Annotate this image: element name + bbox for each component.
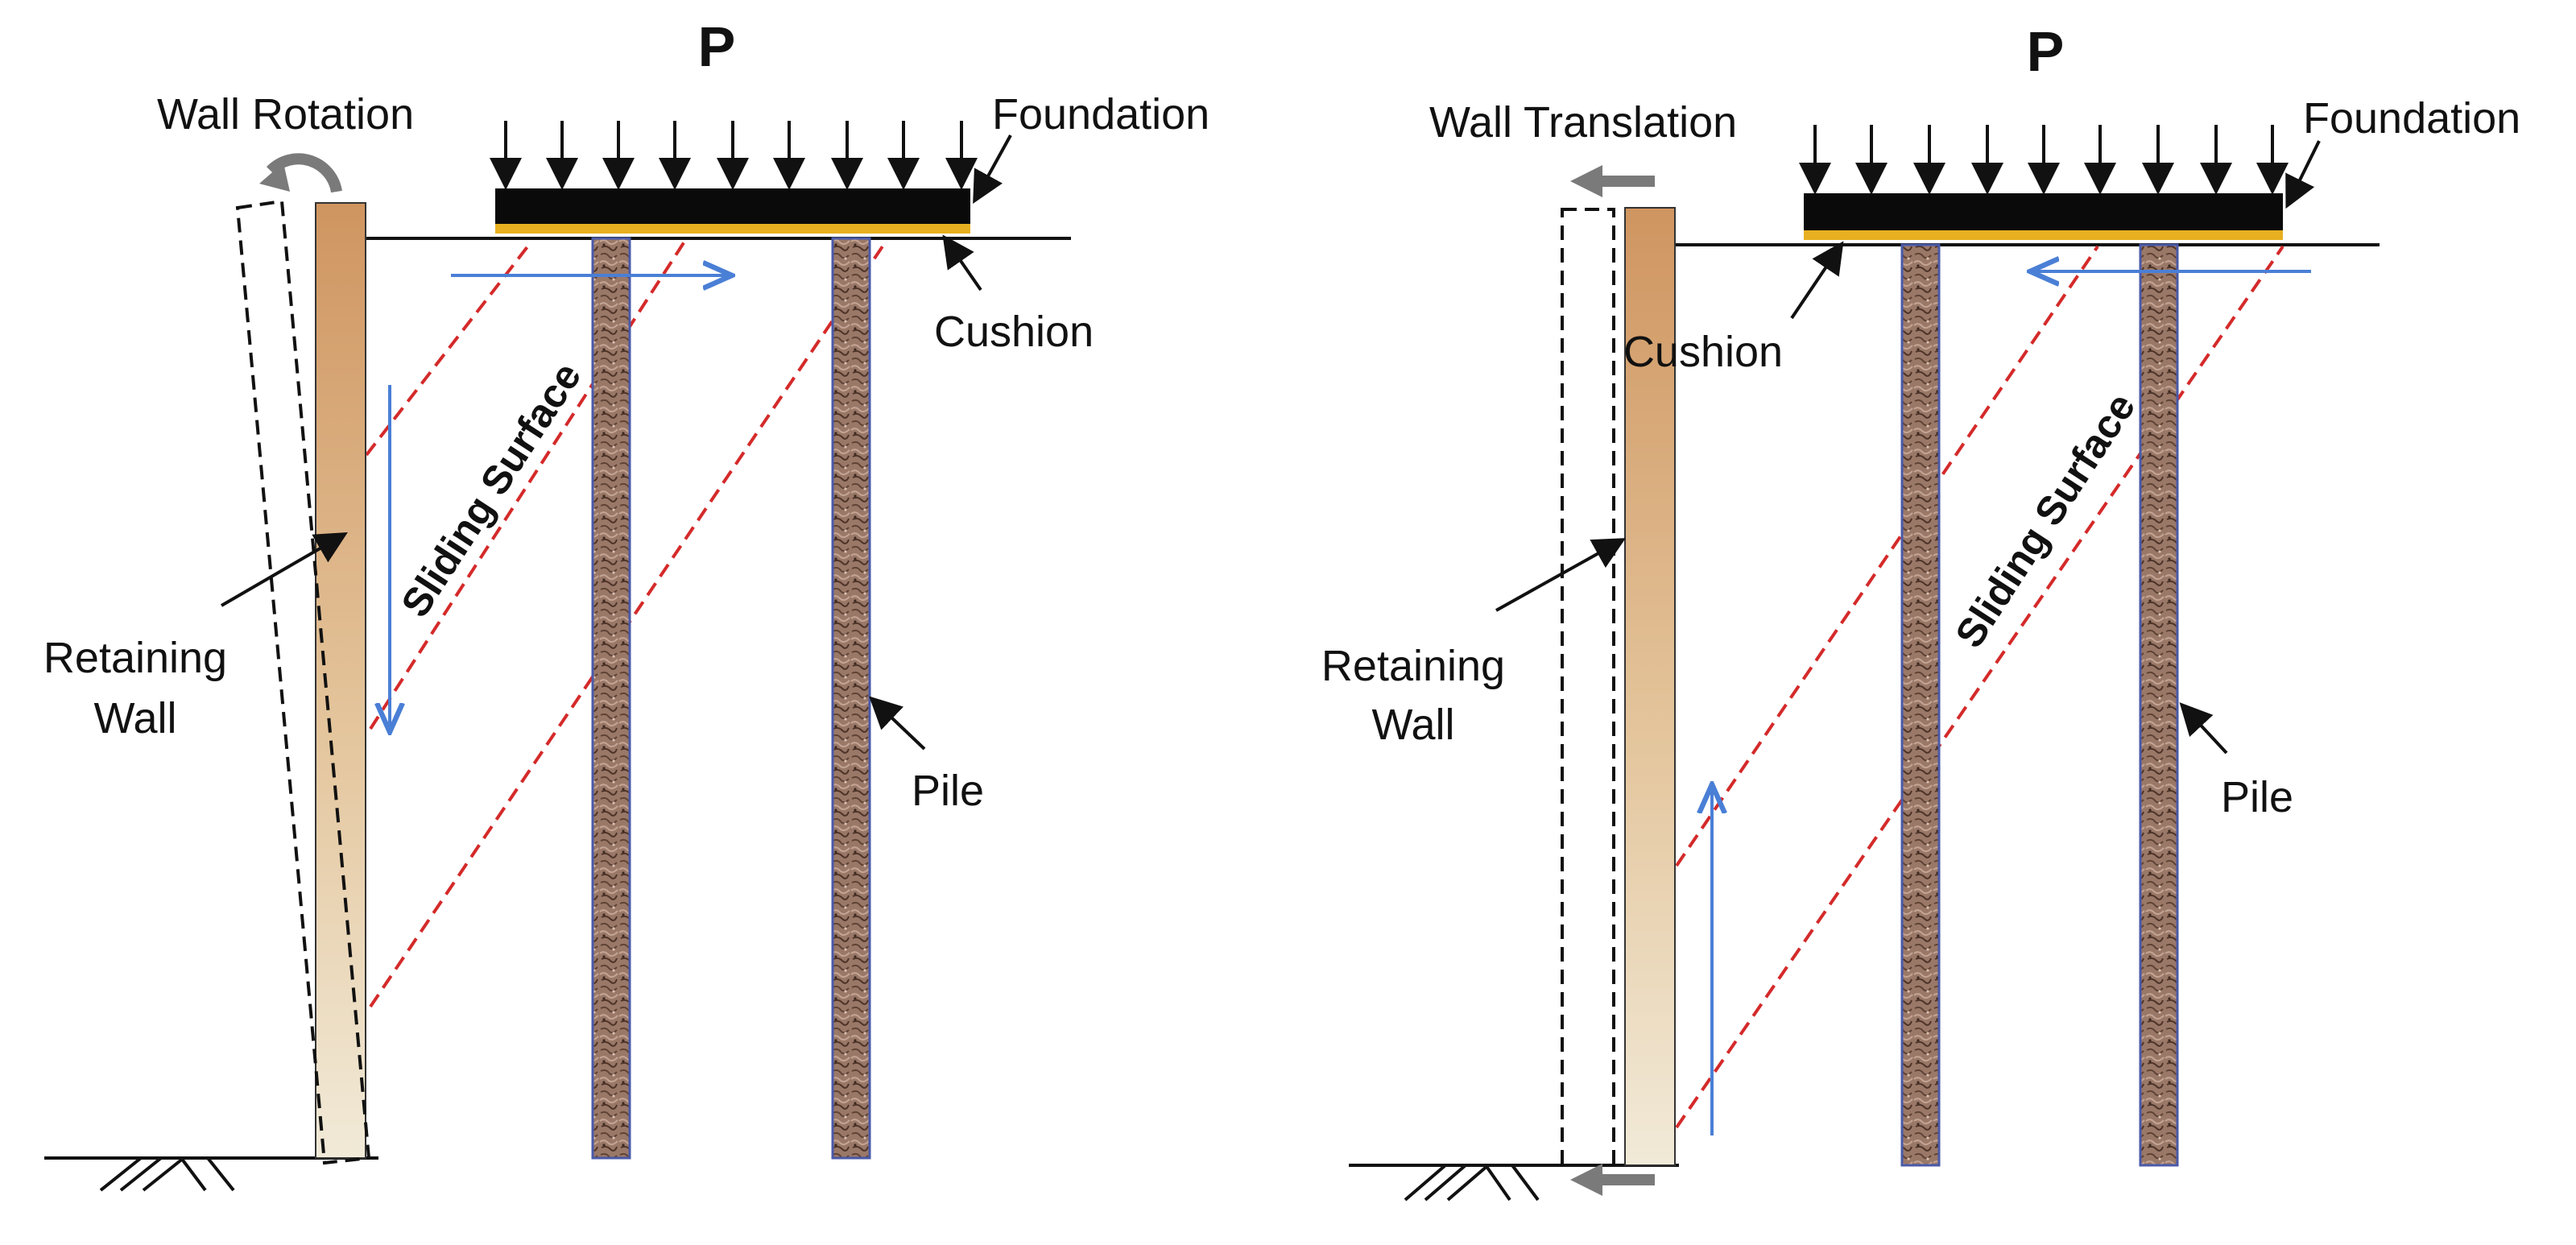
pile-leader-arrow <box>869 696 926 751</box>
foundation-leader-arrow <box>2285 140 2321 209</box>
retaining-wall-label-line2: Wall <box>94 694 177 742</box>
cushion <box>495 222 970 234</box>
wall-rotation-icon <box>259 153 342 193</box>
retaining-wall <box>315 202 366 1159</box>
rotated-wall-outline <box>235 199 371 1165</box>
sliding-surface-label: Sliding Surface <box>392 354 589 625</box>
translated-wall-outline <box>1561 208 1615 1167</box>
cushion-label: Cushion <box>1623 328 1783 376</box>
wall-translation-label: Wall Translation <box>1429 98 1737 147</box>
retaining-wall <box>1624 207 1676 1166</box>
retaining-wall-label-line1: Retaining <box>43 634 227 682</box>
retaining-wall-leader-arrow <box>1495 538 1626 612</box>
cushion <box>1804 229 2283 240</box>
cushion-label: Cushion <box>934 308 1094 356</box>
soil-hatch <box>1404 1164 1540 1202</box>
retaining-wall-label-line2: Wall <box>1372 701 1455 749</box>
pile-2 <box>2139 243 2179 1167</box>
load-label: P <box>698 15 736 78</box>
pile-leader-arrow <box>2179 702 2228 755</box>
load-arrows <box>490 121 978 190</box>
foundation-label: Foundation <box>2303 94 2520 143</box>
pile-label: Pile <box>2221 773 2293 821</box>
pile-1 <box>1900 243 1941 1167</box>
wall-translation-arrow-bottom <box>1570 1164 1655 1196</box>
foundation <box>495 188 970 224</box>
load-arrows <box>1799 125 2289 195</box>
load-label: P <box>2027 20 2065 83</box>
retaining-wall-label-line1: Retaining <box>1321 642 1505 690</box>
pile-2 <box>831 237 871 1160</box>
wall-translation-arrow-top <box>1570 165 1655 197</box>
foundation <box>1804 193 2283 230</box>
soil-hatch <box>99 1156 235 1192</box>
retaining-wall-leader-arrow <box>220 532 348 607</box>
left-panel: P Wall Rotation Foundation Cushion Slidi… <box>43 15 1209 1192</box>
foundation-label: Foundation <box>992 90 1209 139</box>
wall-rotation-label: Wall Rotation <box>157 90 414 139</box>
pile-label: Pile <box>912 767 984 815</box>
foundation-leader-arrow <box>973 134 1012 205</box>
sliding-surface-lines <box>1675 245 2284 1129</box>
cushion-leader-arrow <box>942 234 982 292</box>
right-panel: P Wall Translation Foundation Cushion Sl… <box>1321 20 2520 1202</box>
cushion-leader-arrow <box>1790 241 1844 320</box>
pile-1 <box>591 237 631 1160</box>
